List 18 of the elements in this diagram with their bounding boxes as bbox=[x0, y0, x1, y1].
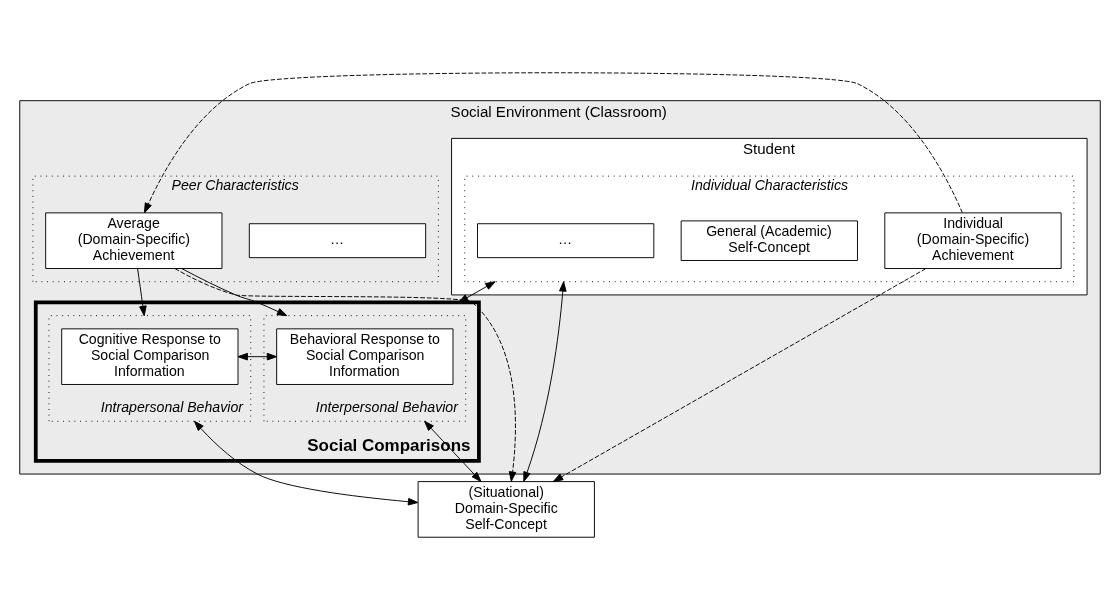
arrow bbox=[144, 72, 963, 214]
node-box: Average (Domain-Specific) Achievement bbox=[45, 212, 223, 269]
arrow bbox=[552, 268, 927, 482]
arrow bbox=[174, 268, 517, 482]
node-box: Cognitive Response to Social Comparison Information bbox=[61, 328, 239, 385]
node-box: … bbox=[477, 223, 655, 259]
arrow bbox=[181, 268, 288, 317]
arrow bbox=[424, 420, 482, 482]
node-box: … bbox=[248, 223, 427, 259]
arrow bbox=[458, 281, 496, 303]
node-box: Behavioral Response to Social Comparison Information bbox=[276, 328, 454, 385]
node-box: (Situational) Domain-Specific Self-Concept bbox=[417, 481, 595, 538]
arrow bbox=[523, 281, 567, 482]
arrow bbox=[194, 420, 419, 506]
node-box: Individual (Domain-Specific) Achievement bbox=[884, 212, 1062, 269]
arrow bbox=[237, 352, 278, 361]
node-box: General (Academic) Self-Concept bbox=[680, 220, 858, 261]
arrow bbox=[137, 268, 147, 317]
